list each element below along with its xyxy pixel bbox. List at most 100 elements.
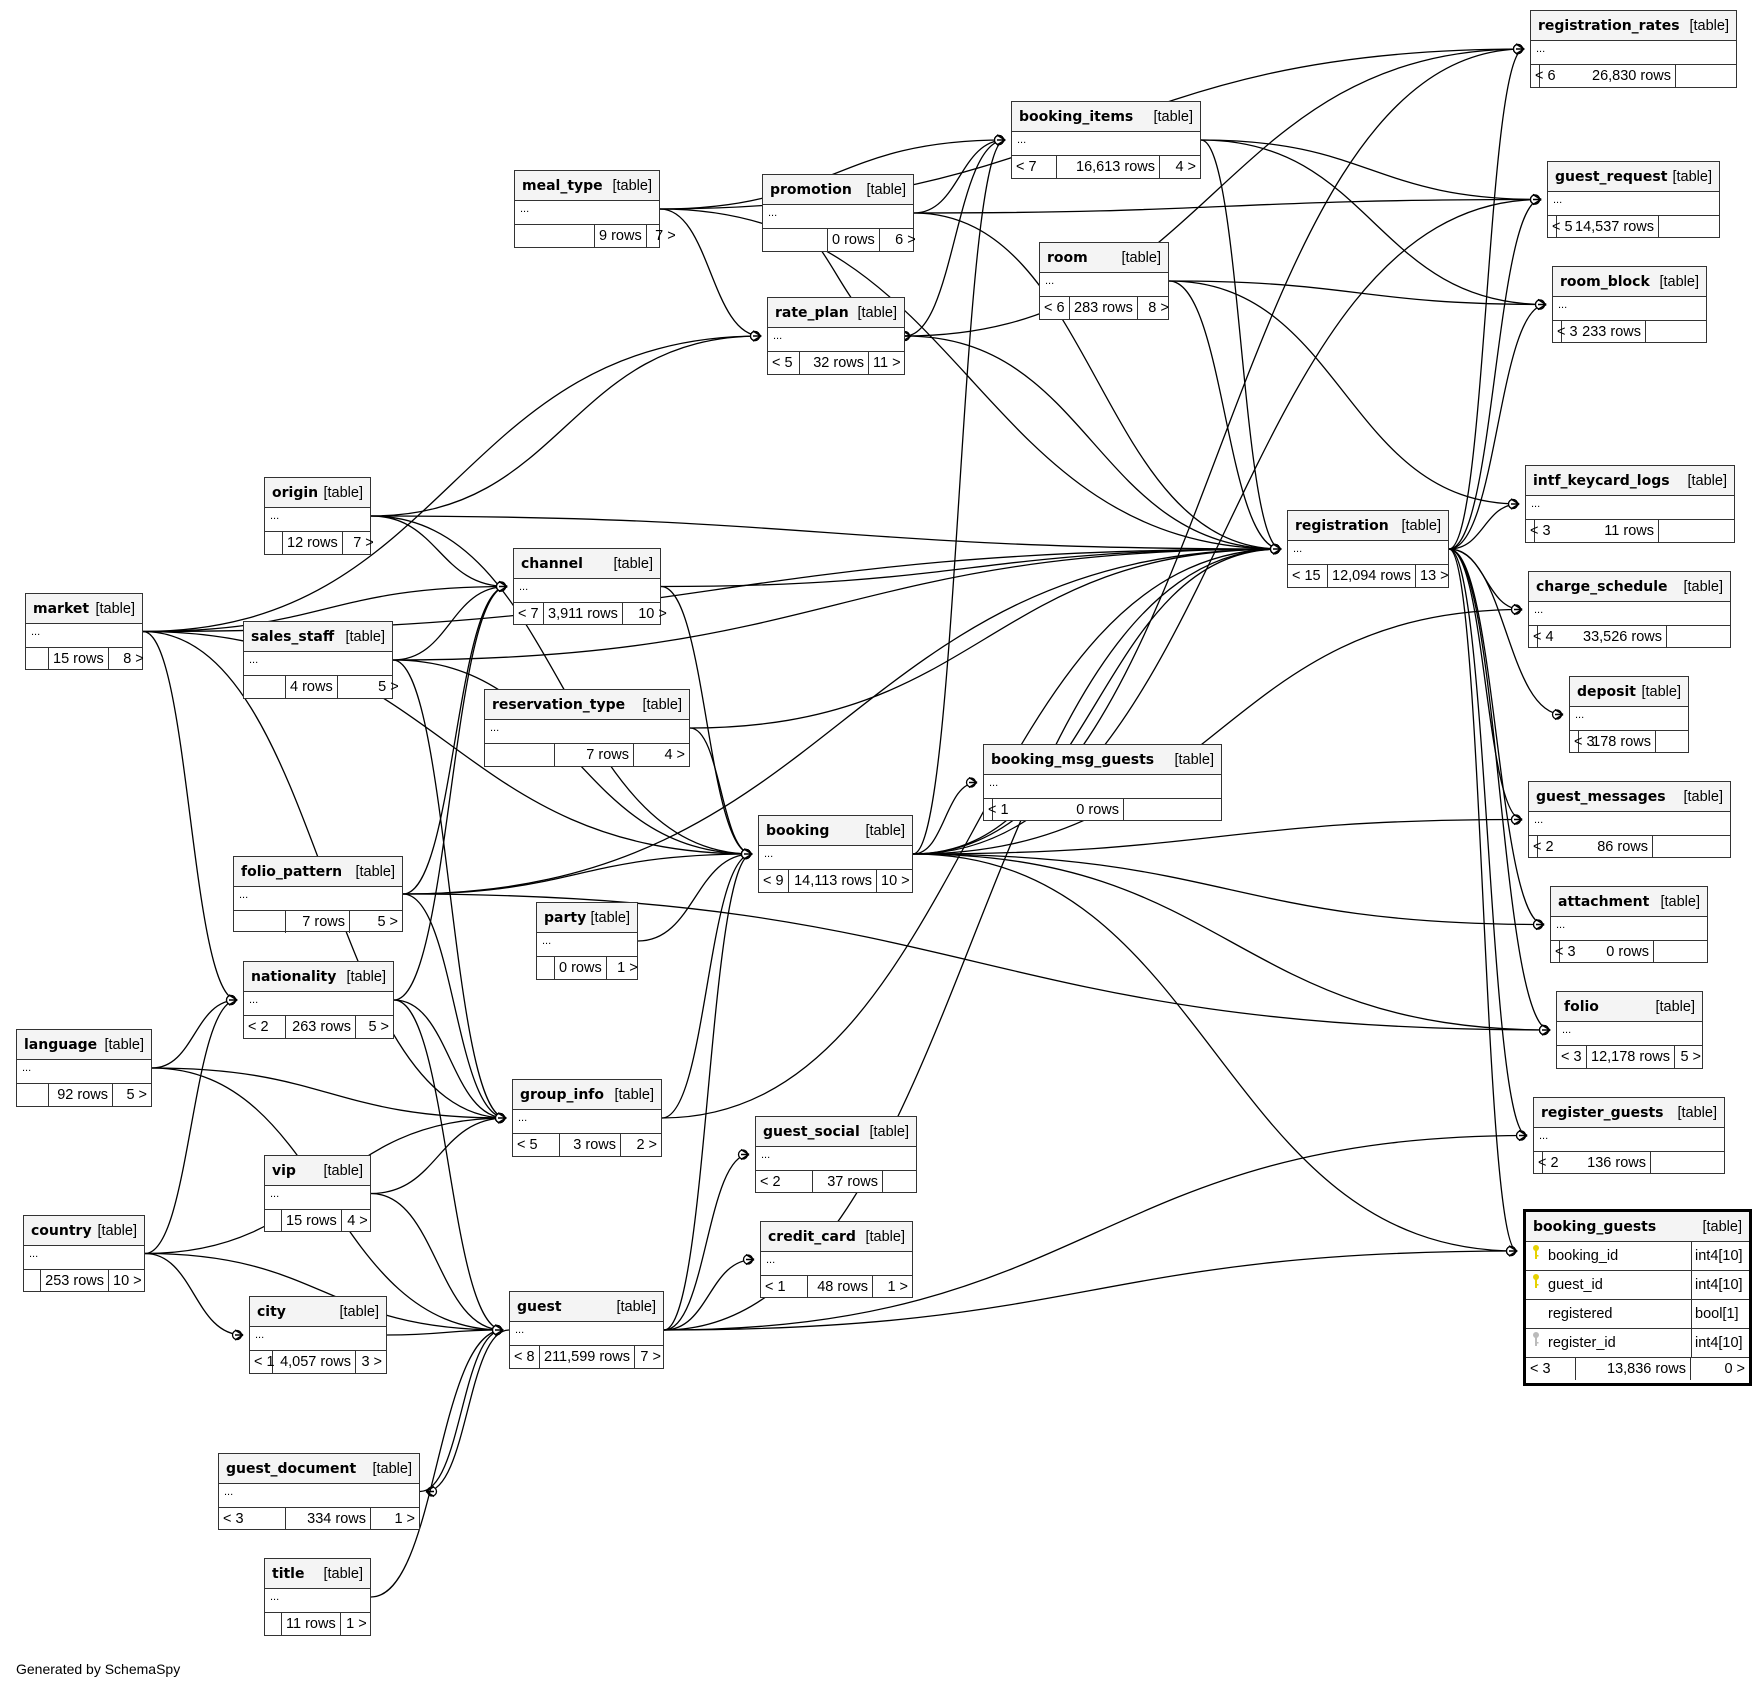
child-count[interactable]: 4 > bbox=[347, 1213, 368, 1229]
table-name[interactable]: title bbox=[272, 1565, 305, 1582]
columns-collapsed[interactable]: ... bbox=[265, 1589, 370, 1613]
parent-count[interactable]: < 6 bbox=[1531, 65, 1556, 87]
table-name[interactable]: folio bbox=[1564, 998, 1599, 1015]
columns-collapsed[interactable]: ... bbox=[244, 992, 393, 1016]
parent-count[interactable] bbox=[17, 1084, 49, 1106]
table-name[interactable]: credit_card bbox=[768, 1228, 856, 1245]
table-name[interactable]: guest bbox=[517, 1298, 562, 1315]
columns-collapsed[interactable]: ... bbox=[250, 1327, 386, 1351]
child-count[interactable] bbox=[883, 1171, 916, 1193]
columns-collapsed[interactable]: ... bbox=[1529, 812, 1730, 836]
columns-collapsed[interactable]: ... bbox=[1531, 41, 1736, 65]
columns-collapsed[interactable]: ... bbox=[756, 1147, 916, 1171]
columns-collapsed[interactable]: ... bbox=[265, 508, 370, 532]
parent-count[interactable]: < 3 bbox=[1551, 941, 1576, 963]
parent-count[interactable] bbox=[265, 1210, 282, 1232]
child-count[interactable]: 4 > bbox=[664, 747, 685, 763]
child-count[interactable] bbox=[1653, 836, 1730, 858]
columns-collapsed[interactable]: ... bbox=[24, 1246, 144, 1270]
table-name[interactable]: city bbox=[257, 1303, 286, 1320]
child-count[interactable]: 1 > bbox=[617, 960, 638, 976]
parent-count[interactable]: < 5 bbox=[513, 1134, 560, 1156]
parent-count[interactable]: < 7 bbox=[514, 603, 544, 625]
columns-collapsed[interactable]: ... bbox=[510, 1322, 663, 1346]
columns-collapsed[interactable]: ... bbox=[1012, 132, 1200, 156]
child-count[interactable] bbox=[1646, 321, 1706, 343]
columns-collapsed[interactable]: ... bbox=[759, 846, 912, 870]
child-count[interactable]: 8 > bbox=[123, 651, 144, 667]
child-count[interactable]: 3 > bbox=[361, 1354, 382, 1370]
child-count[interactable] bbox=[1654, 941, 1707, 963]
table-name[interactable]: register_guests bbox=[1541, 1104, 1664, 1121]
child-count[interactable]: 5 > bbox=[126, 1087, 147, 1103]
parent-count[interactable] bbox=[763, 229, 828, 251]
table-name[interactable]: promotion bbox=[770, 181, 852, 198]
columns-collapsed[interactable]: ... bbox=[1040, 273, 1168, 297]
table-name[interactable]: booking_items bbox=[1019, 108, 1134, 125]
table-name[interactable]: country bbox=[31, 1222, 92, 1239]
parent-count[interactable]: < 2 bbox=[244, 1016, 286, 1038]
table-name[interactable]: party bbox=[544, 909, 587, 926]
parent-count[interactable]: < 5 bbox=[768, 352, 800, 374]
columns-collapsed[interactable]: ... bbox=[26, 624, 142, 648]
table-name[interactable]: sales_staff bbox=[251, 628, 335, 645]
child-count[interactable] bbox=[1676, 65, 1736, 87]
child-count[interactable]: 10 > bbox=[881, 873, 910, 889]
table-name[interactable]: guest_request bbox=[1555, 168, 1668, 185]
columns-collapsed[interactable]: ... bbox=[17, 1060, 151, 1084]
table-name[interactable]: booking bbox=[766, 822, 830, 839]
table-name[interactable]: room bbox=[1047, 249, 1088, 266]
columns-collapsed[interactable]: ... bbox=[219, 1484, 419, 1508]
parent-count[interactable] bbox=[234, 911, 286, 933]
table-name[interactable]: nationality bbox=[251, 968, 337, 985]
parent-count[interactable] bbox=[537, 957, 555, 979]
columns-collapsed[interactable]: ... bbox=[234, 887, 402, 911]
columns-collapsed[interactable]: ... bbox=[1551, 917, 1707, 941]
columns-collapsed[interactable]: ... bbox=[265, 1186, 370, 1210]
child-count[interactable]: 4 > bbox=[1175, 159, 1196, 175]
child-count[interactable]: 5 > bbox=[368, 1019, 389, 1035]
parent-count[interactable]: < 3 bbox=[1570, 731, 1595, 753]
child-count[interactable] bbox=[1656, 731, 1688, 753]
table-name[interactable]: room_block bbox=[1560, 273, 1650, 290]
table-name[interactable]: reservation_type bbox=[492, 696, 626, 713]
columns-collapsed[interactable]: ... bbox=[1553, 297, 1706, 321]
child-count[interactable]: 1 > bbox=[394, 1511, 415, 1527]
columns-collapsed[interactable]: ... bbox=[485, 720, 689, 744]
columns-collapsed[interactable]: ... bbox=[1526, 496, 1734, 520]
child-count[interactable]: 11 > bbox=[873, 355, 901, 371]
child-count[interactable] bbox=[1651, 1152, 1724, 1174]
table-name[interactable]: guest_social bbox=[763, 1123, 860, 1140]
parent-count[interactable]: < 5 bbox=[1548, 216, 1573, 238]
table-name[interactable]: market bbox=[33, 600, 90, 617]
columns-collapsed[interactable]: ... bbox=[768, 328, 904, 352]
parent-count[interactable]: < 8 bbox=[510, 1346, 540, 1368]
parent-count[interactable] bbox=[265, 532, 283, 554]
parent-count[interactable]: < 2 bbox=[1529, 836, 1554, 858]
child-count[interactable]: 10 > bbox=[113, 1273, 142, 1289]
table-name[interactable]: booking_guests bbox=[1533, 1218, 1657, 1235]
